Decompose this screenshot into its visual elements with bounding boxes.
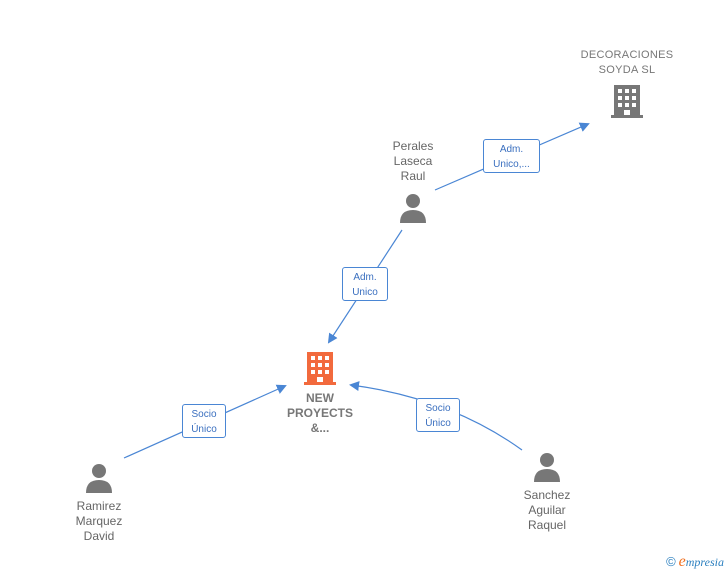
node-perales-laseca-raul[interactable]: Perales Laseca Raul: [373, 139, 453, 229]
node-ramirez-marquez-david[interactable]: Ramirez Marquez David: [59, 462, 139, 544]
person-icon: [86, 464, 112, 493]
node-new-proyects[interactable]: NEW PROYECTS &...: [275, 350, 365, 436]
building-icon: [304, 352, 336, 385]
building-icon: [611, 85, 643, 118]
edge-label-socio-unico-ramirez[interactable]: Socio Único: [182, 404, 226, 438]
node-label: DECORACIONES SOYDA SL: [580, 49, 674, 76]
node-label: Perales Laseca Raul: [392, 139, 434, 183]
node-decoraciones-soyda[interactable]: DECORACIONES SOYDA SL: [567, 48, 687, 124]
node-sanchez-aguilar-raquel[interactable]: Sanchez Aguilar Raquel: [507, 451, 587, 533]
edge-label-adm-unico-decoraciones[interactable]: Adm. Unico,...: [483, 139, 540, 173]
node-label: Sanchez Aguilar Raquel: [523, 488, 571, 532]
empresia-logo[interactable]: © empresia: [666, 553, 724, 571]
node-label: NEW PROYECTS &...: [286, 391, 353, 435]
brand-name: mpresia: [685, 555, 724, 569]
copyright-icon: ©: [666, 554, 676, 569]
edge-label-socio-unico-sanchez[interactable]: Socio Único: [416, 398, 460, 432]
person-icon: [534, 453, 560, 482]
brand-initial: e: [678, 553, 686, 570]
person-icon: [400, 194, 426, 223]
node-label: Ramirez Marquez David: [75, 499, 123, 543]
edge-label-adm-unico-new-proyects[interactable]: Adm. Unico: [342, 267, 388, 301]
